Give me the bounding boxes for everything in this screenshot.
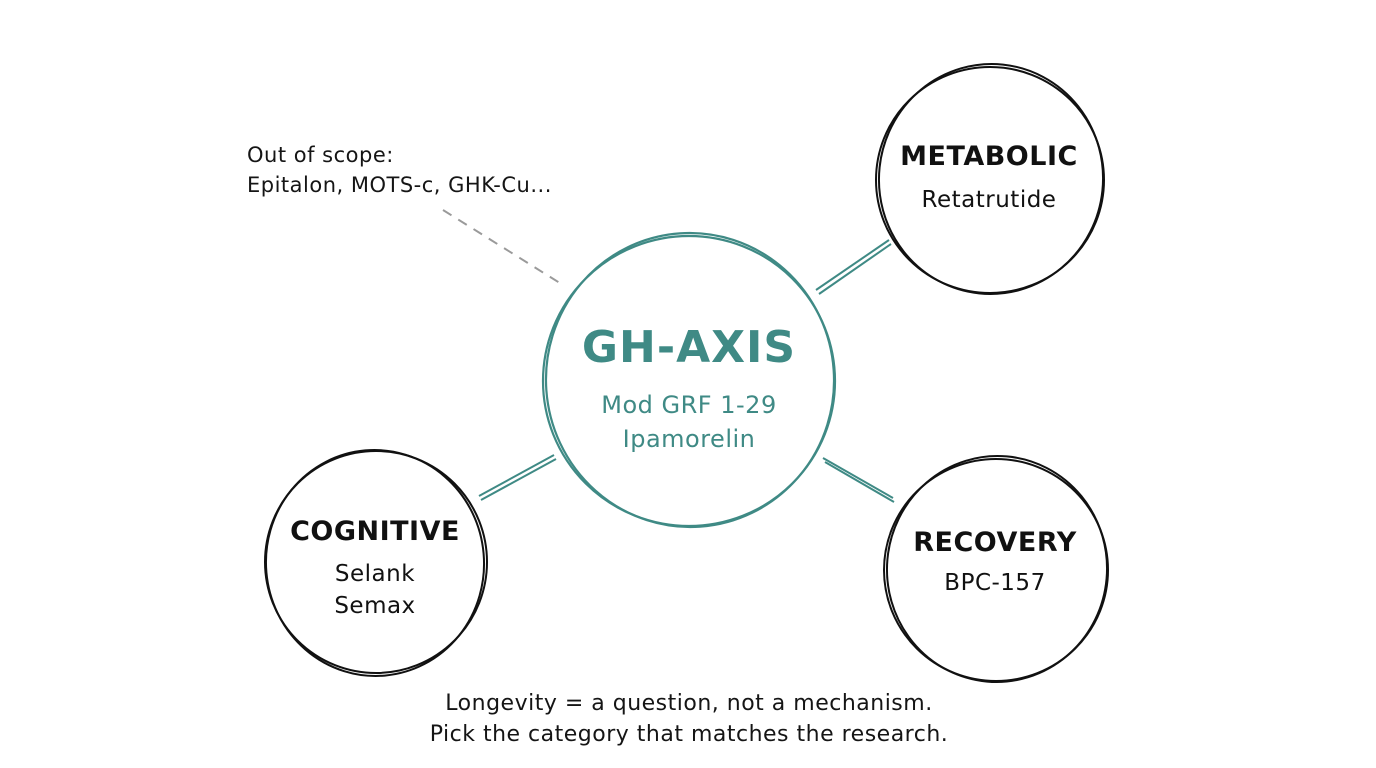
center-node-items: Mod GRF 1-29 Ipamorelin bbox=[601, 388, 776, 456]
metabolic-node-circle bbox=[875, 63, 1105, 295]
out-of-scope-note: Out of scope: Epitalon, MOTS-c, GHK-Cu..… bbox=[247, 140, 552, 200]
metabolic-node-title: METABOLIC bbox=[900, 141, 1078, 172]
metabolic-node-items: Retatrutide bbox=[922, 184, 1057, 216]
connector-cognitive bbox=[478, 454, 557, 501]
cognitive-node-title: COGNITIVE bbox=[290, 516, 460, 547]
recovery-node-items: BPC-157 bbox=[944, 567, 1045, 599]
center-node-title: GH-AXIS bbox=[581, 322, 797, 373]
out-of-scope-label: Out of scope: bbox=[247, 143, 394, 167]
recovery-node-circle bbox=[883, 455, 1109, 683]
cognitive-node-items: Selank Semax bbox=[334, 558, 415, 622]
cognitive-node-item: Semax bbox=[334, 593, 416, 619]
center-node-circle bbox=[541, 231, 837, 529]
recovery-node-title: RECOVERY bbox=[913, 527, 1077, 558]
connector-recovery bbox=[822, 457, 895, 503]
footer-line-1: Longevity = a question, not a mechanism. bbox=[445, 691, 933, 716]
connector-metabolic bbox=[815, 239, 892, 295]
center-node-item: Ipamorelin bbox=[622, 425, 756, 453]
footer-caption: Longevity = a question, not a mechanism.… bbox=[430, 688, 949, 750]
center-node-item: Mod GRF 1-29 bbox=[601, 391, 777, 419]
out-of-scope-dashed-connector bbox=[442, 209, 564, 286]
cognitive-node-circle bbox=[264, 449, 488, 677]
cognitive-node-item: Selank bbox=[334, 561, 416, 587]
metabolic-node-item: Retatrutide bbox=[921, 187, 1057, 213]
out-of-scope-list: Epitalon, MOTS-c, GHK-Cu... bbox=[247, 173, 552, 197]
recovery-node-item: BPC-157 bbox=[944, 570, 1046, 596]
footer-line-2: Pick the category that matches the resea… bbox=[429, 722, 949, 747]
